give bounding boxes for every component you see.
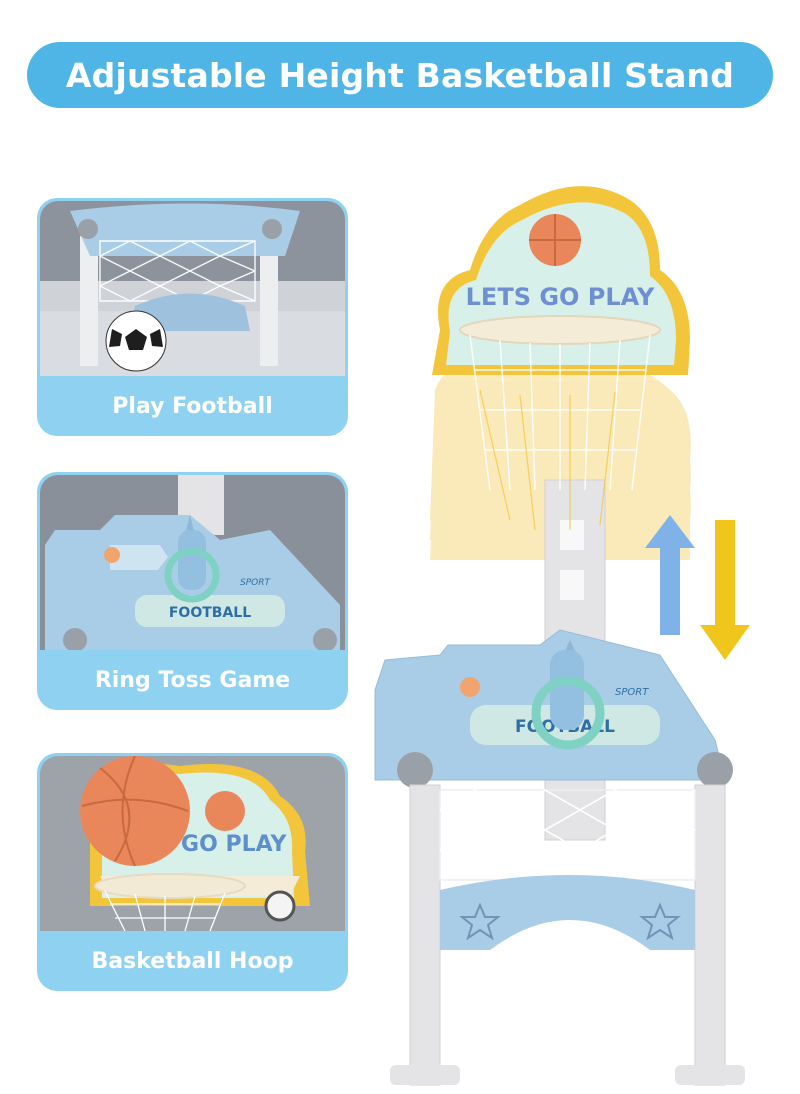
up-arrow-icon — [645, 515, 695, 635]
down-arrow-icon — [700, 520, 750, 660]
svg-text:SPORT: SPORT — [615, 687, 649, 698]
title-banner: Adjustable Height Basketball Stand — [27, 42, 773, 108]
basketball-icon — [80, 756, 190, 867]
caption-play-football: Play Football — [112, 393, 273, 419]
height-adjust-arrows — [640, 510, 760, 670]
svg-text:FOOTBALL: FOOTBALL — [169, 605, 251, 621]
basketball-photo: LETS GO PLAY — [40, 756, 345, 931]
caption-basketball-hoop: Basketball Hoop — [91, 948, 294, 974]
ring-icon — [164, 547, 220, 603]
star-icon — [459, 902, 681, 941]
caption-ring-toss: Ring Toss Game — [94, 667, 291, 693]
feature-card-football: Play Football — [37, 198, 348, 436]
football-icon — [105, 310, 167, 372]
ring-icon — [531, 676, 605, 750]
product-illustration: LETS GO PLAY FOOTBALL SPORT — [370, 160, 790, 1090]
football-photo — [40, 201, 345, 376]
net-icon — [439, 789, 696, 881]
basketball-icon — [529, 214, 581, 266]
ring-toss-photo: FOOTBALL SPORT — [40, 475, 345, 650]
svg-text:SPORT: SPORT — [240, 578, 271, 588]
feature-card-basketball: LETS GO PLAY Basketball Hoop — [37, 753, 348, 991]
banner-title: Adjustable Height Basketball Stand — [65, 55, 735, 95]
svg-text:LETS GO PLAY: LETS GO PLAY — [466, 283, 655, 311]
feature-card-ring-toss: FOOTBALL SPORT Ring Toss Game — [37, 472, 348, 710]
